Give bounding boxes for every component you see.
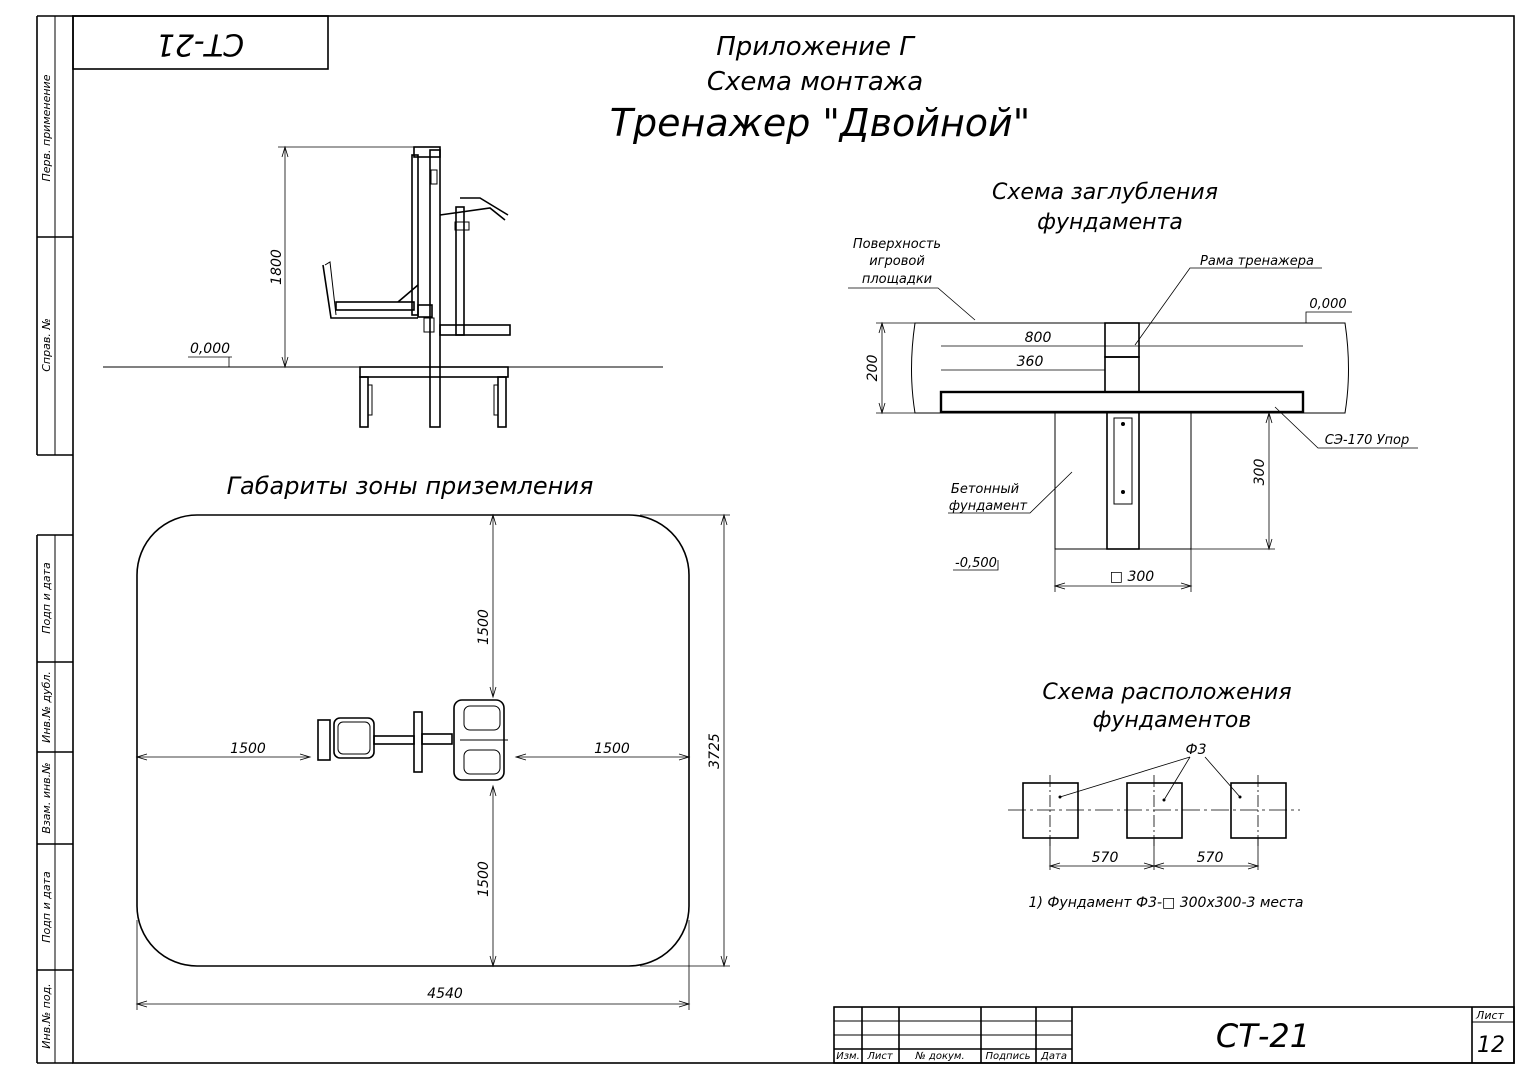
depth-stop-label: СЭ-170 Упор <box>1325 433 1409 448</box>
label-inv-dubl: Инв.№ дубл. <box>40 671 53 743</box>
label-podp1: Подп и дата <box>40 562 53 634</box>
landing-dim-top: 1500 <box>476 609 492 645</box>
tb-dokum: № докум. <box>914 1051 964 1062</box>
layout-title-1: Схема расположения <box>1042 680 1291 705</box>
top-stamp: СТ-21 <box>156 27 244 62</box>
foundation-depth-scheme <box>848 267 1418 592</box>
side-strip <box>36 15 73 1064</box>
landing-dim-left: 1500 <box>230 741 266 757</box>
label-sprav: Справ. № <box>40 318 53 372</box>
depth-dim-square: □ 300 <box>1110 569 1154 585</box>
title-appendix: Приложение Г <box>716 32 916 62</box>
depth-frame-label: Рама тренажера <box>1200 254 1314 269</box>
landing-dim-width: 4540 <box>427 986 463 1002</box>
depth-dim-800: 800 <box>1025 330 1052 346</box>
depth-dim-360: 360 <box>1017 354 1044 370</box>
tb-sheet-label: Лист <box>1475 1009 1504 1022</box>
depth-concrete-2: фундамент <box>949 499 1028 514</box>
depth-surface-2: игровой <box>869 254 925 269</box>
landing-zone <box>135 513 730 1010</box>
depth-mark-zero: 0,000 <box>1309 297 1346 312</box>
label-inv-pod: Инв.№ под. <box>40 983 53 1048</box>
landing-dim-right: 1500 <box>594 741 630 757</box>
tb-sheet-no: 12 <box>1477 1033 1505 1058</box>
landing-title: Габариты зоны приземления <box>227 472 594 500</box>
title-product: Тренажер "Двойной" <box>610 101 1030 145</box>
side-ground-mark: 0,000 <box>190 341 230 357</box>
layout-dim-2: 570 <box>1197 850 1224 866</box>
depth-mark-minus: -0,500 <box>955 556 997 571</box>
title-scheme: Схема монтажа <box>707 67 923 97</box>
layout-dim-1: 570 <box>1092 850 1119 866</box>
tb-izm: Изм. <box>836 1051 860 1062</box>
label-vzam: Взам. инв.№ <box>40 762 53 833</box>
tb-podpis: Подпись <box>986 1051 1031 1062</box>
landing-dim-height: 3725 <box>707 733 723 769</box>
depth-surface-1: Поверхность <box>853 237 941 252</box>
side-dim-height: 1800 <box>269 249 285 285</box>
depth-title-1: Схема заглубления <box>992 180 1218 205</box>
equipment-side-view <box>103 145 663 428</box>
sheet-frame <box>72 15 1515 1064</box>
depth-title-2: фундамента <box>1037 210 1183 235</box>
label-perv: Перв. применение <box>40 74 53 181</box>
label-podp2: Подп и дата <box>40 871 53 943</box>
layout-title-2: фундаментов <box>1093 708 1252 733</box>
tb-designation: СТ-21 <box>1216 1017 1310 1055</box>
layout-note: 1) Фундамент Ф3-□ 300x300-3 места <box>1029 895 1304 911</box>
top-stamp-box <box>72 15 329 70</box>
layout-f3-label: Ф3 <box>1186 742 1207 758</box>
depth-dim-200: 200 <box>865 355 881 382</box>
depth-dim-300: 300 <box>1252 459 1268 486</box>
title-block <box>833 1006 1515 1064</box>
landing-dim-bottom: 1500 <box>476 861 492 897</box>
foundation-layout <box>1008 756 1300 870</box>
depth-concrete-1: Бетонный <box>951 482 1019 497</box>
tb-list: Лист <box>866 1051 894 1062</box>
tb-data: Дата <box>1040 1051 1067 1062</box>
depth-surface-3: площадки <box>862 272 932 287</box>
